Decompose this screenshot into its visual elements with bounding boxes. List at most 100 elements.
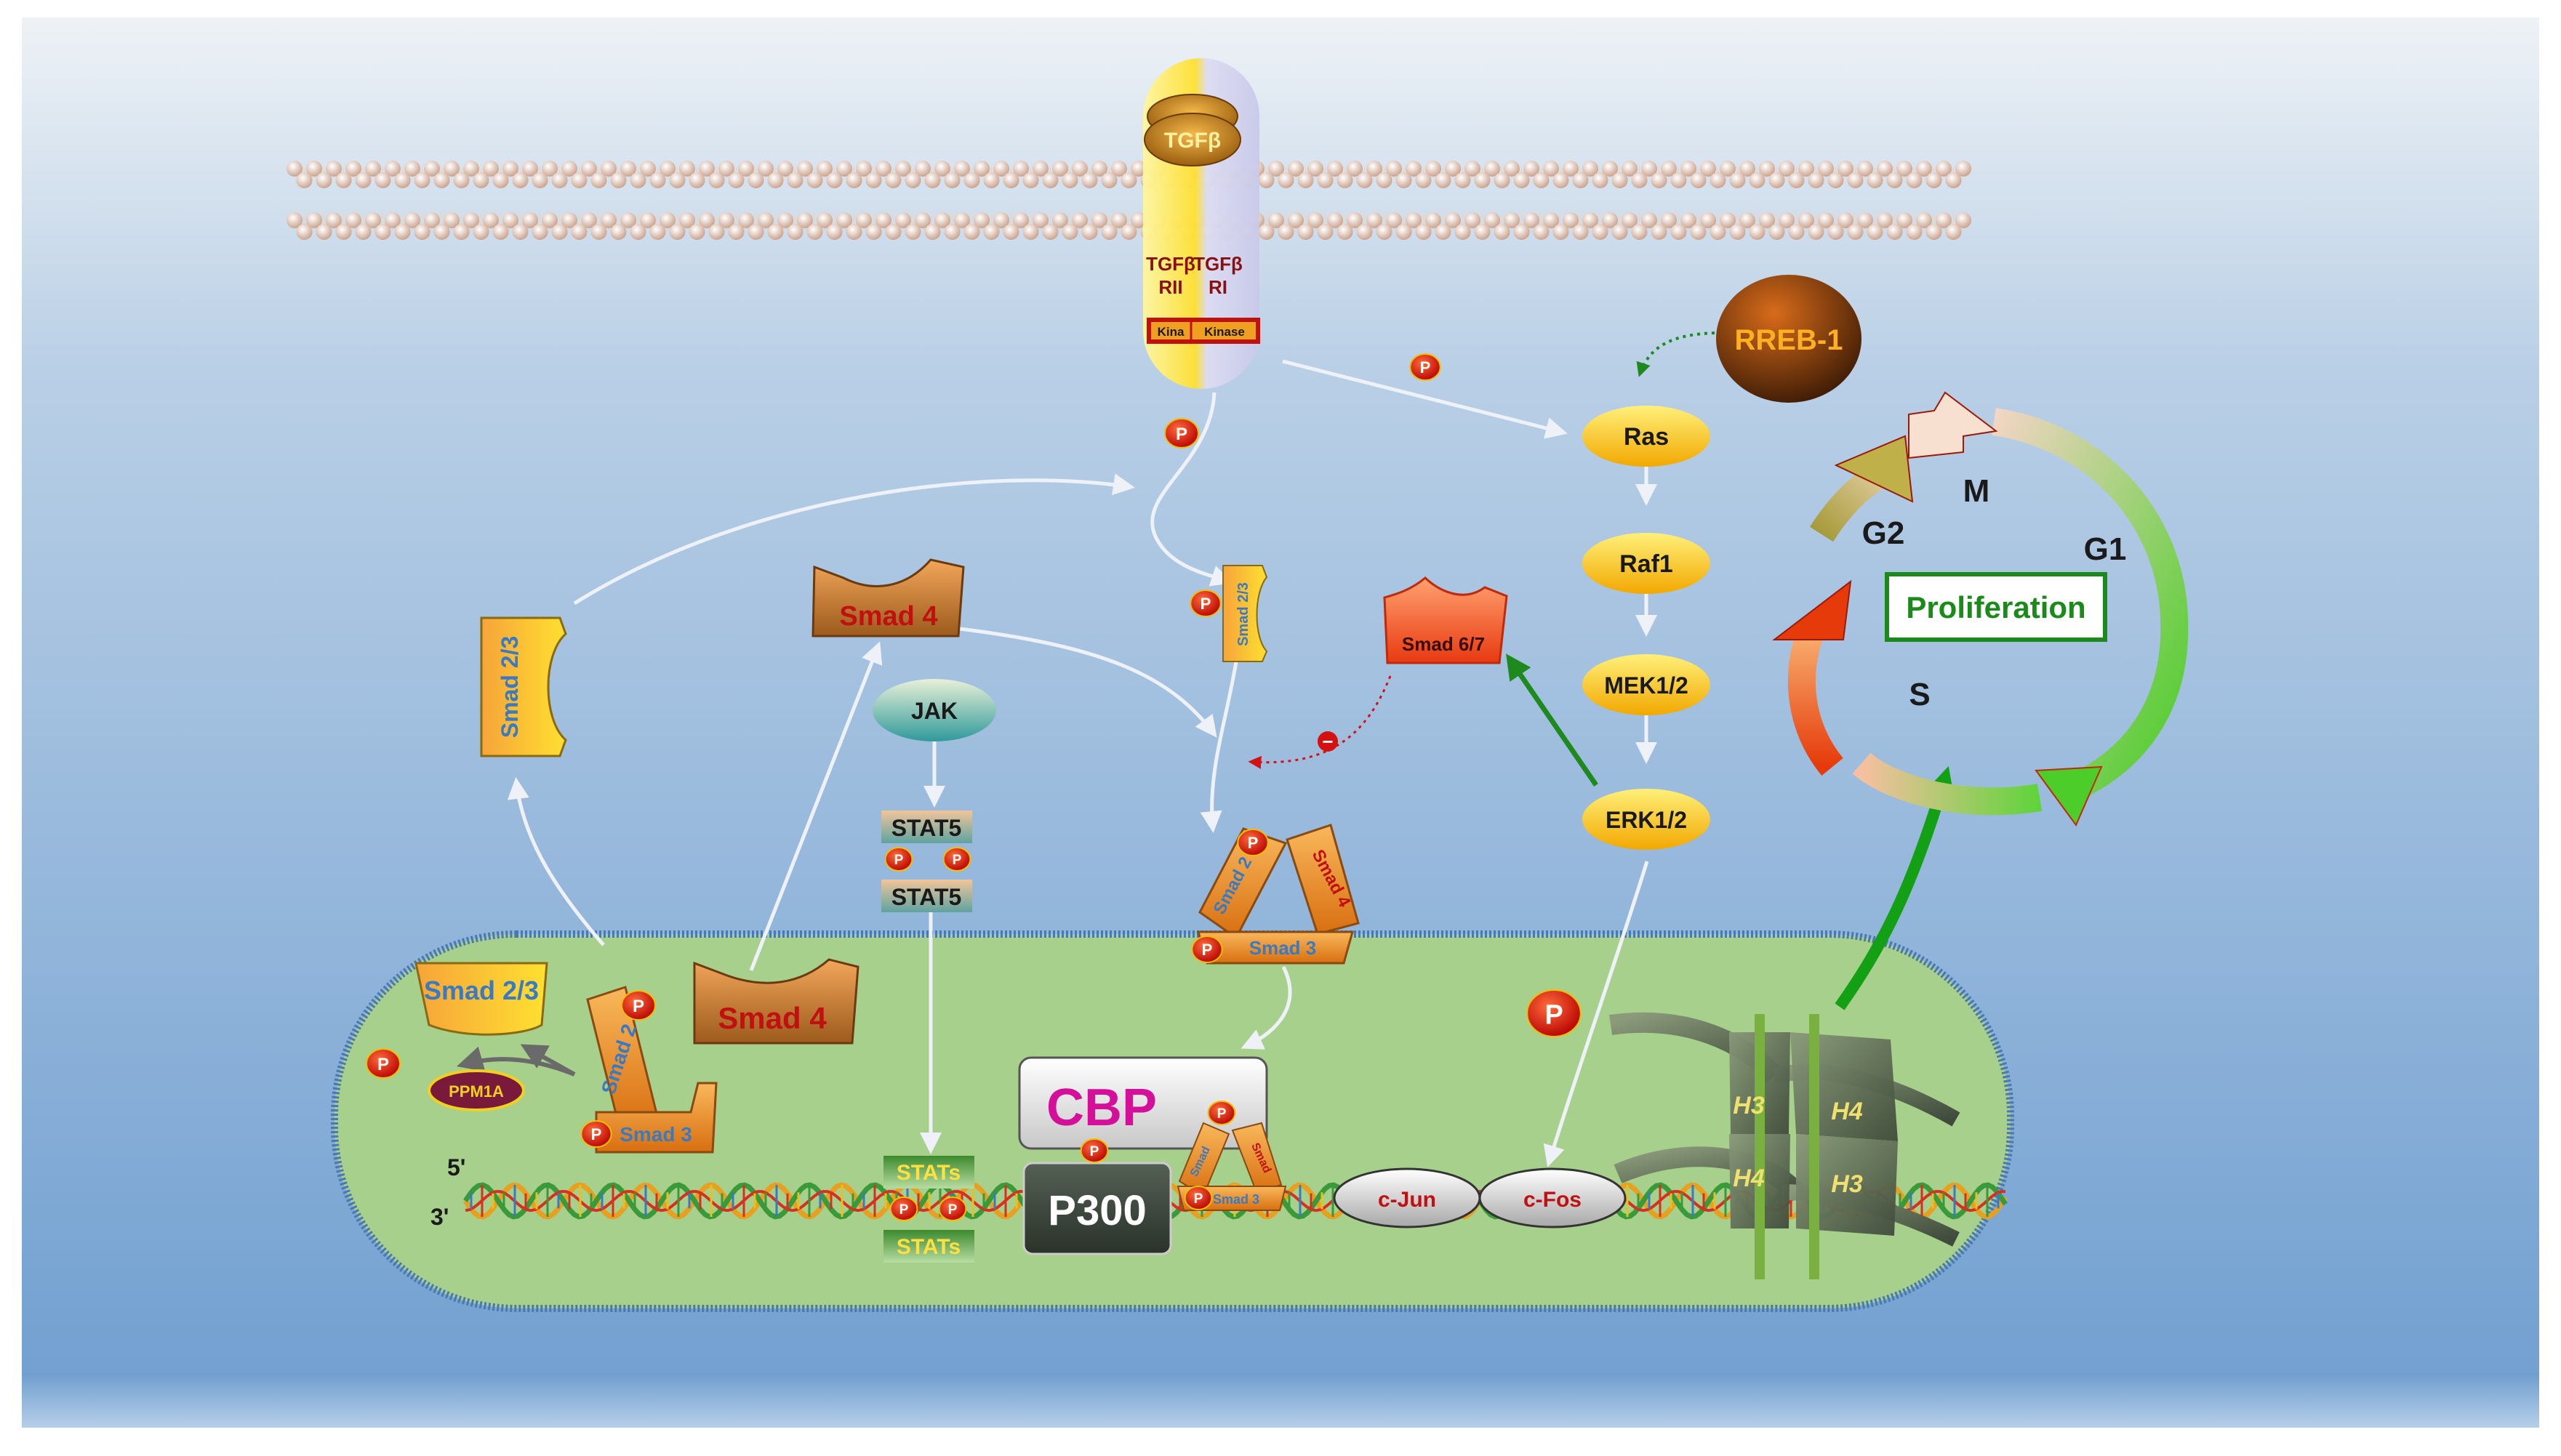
lipid-head	[669, 172, 686, 188]
smad2-smad3-nucleus: Smad 2 Smad 3	[586, 986, 718, 1154]
arrow-nucleus-export-smad23	[507, 777, 605, 946]
lipid-head	[1376, 172, 1392, 188]
phosphate-label: P	[1201, 595, 1211, 613]
lipid-head	[1749, 224, 1766, 240]
lipid-head	[1867, 224, 1883, 240]
phosphate-icon	[580, 1120, 612, 1148]
stat5-dimer: STAT5 STAT5	[881, 811, 972, 912]
lipid-head	[542, 161, 558, 177]
tgfb-ligand-label: TGFβ	[1164, 129, 1221, 153]
lipid-head	[1258, 172, 1275, 188]
lipid-head	[1651, 224, 1667, 240]
svg-text:Smad 4: Smad 4	[839, 601, 937, 632]
lipid-head	[1955, 212, 1971, 228]
lipid-head	[1494, 172, 1510, 188]
lipid-head	[1925, 172, 1942, 188]
svg-text:Smad 3: Smad 3	[1249, 937, 1317, 959]
lipid-head	[374, 172, 391, 188]
lipid-head	[856, 161, 872, 177]
cell-cycle-s-arc	[1852, 752, 2043, 816]
strand-3-label: 3'	[430, 1204, 449, 1230]
lipid-head	[806, 224, 823, 240]
lipid-head	[787, 172, 803, 188]
lipid-head	[1867, 172, 1883, 188]
lipid-head	[1445, 161, 1461, 177]
lipid-head	[748, 172, 764, 188]
cfos-node: c-Fos	[1478, 1167, 1627, 1228]
lipid-head	[1307, 161, 1323, 177]
arrow-receptor-to-ras	[1282, 359, 1568, 439]
lipid-head	[1464, 212, 1480, 228]
svg-text:Smad 2/3: Smad 2/3	[424, 976, 539, 1005]
svg-text:P300: P300	[1048, 1187, 1146, 1234]
lipid-head	[355, 224, 372, 240]
lipid-head	[296, 172, 313, 188]
lipid-head	[1779, 161, 1795, 177]
lipid-head	[532, 224, 548, 240]
phosphate-label: P	[899, 1202, 909, 1218]
phosphate-icon	[1191, 936, 1223, 963]
lipid-head	[1680, 161, 1696, 177]
phosphate-label: P	[1090, 1144, 1099, 1159]
lipid-head	[797, 161, 813, 177]
lipid-head	[640, 161, 656, 177]
svg-text:CBP: CBP	[1046, 1079, 1157, 1137]
lipid-head	[1720, 212, 1736, 228]
lipid-head	[1366, 161, 1382, 177]
tgfb-ri-label-2: RI	[1209, 276, 1227, 298]
lipid-head	[1945, 224, 1962, 240]
phosphate-label: P	[1176, 425, 1187, 444]
lipid-head	[1111, 212, 1127, 228]
lipid-head	[1896, 212, 1912, 228]
smad23-free: Smad 2/3	[480, 616, 567, 757]
phosphate-label: P	[591, 1125, 602, 1143]
lipid-head	[286, 161, 302, 177]
phosphate-label: P	[1420, 358, 1431, 377]
arrow-receptor-to-smad23	[1150, 392, 1233, 587]
lipid-head	[1857, 161, 1873, 177]
lipid-head	[1033, 212, 1049, 228]
lipid-head	[1582, 161, 1598, 177]
lipid-head	[1827, 224, 1844, 240]
lipid-head	[1091, 161, 1107, 177]
lipid-head	[306, 212, 322, 228]
lipid-head	[728, 224, 745, 240]
lipid-head	[1592, 172, 1608, 188]
p300-node: P300	[1022, 1162, 1172, 1255]
lipid-head	[1690, 172, 1707, 188]
lipid-head	[669, 224, 686, 240]
lipid-head	[1435, 172, 1451, 188]
lipid-head	[1268, 212, 1284, 228]
lipid-head	[581, 212, 597, 228]
lipid-head	[1936, 212, 1952, 228]
lipid-head	[1886, 224, 1903, 240]
cell-cycle-g1-arrowhead	[2035, 765, 2103, 826]
lipid-head	[817, 161, 833, 177]
lipid-head	[895, 212, 911, 228]
smad4-cytoplasm: Smad 4	[811, 558, 965, 637]
svg-text:Smad 2/3: Smad 2/3	[497, 636, 523, 739]
lipid-head	[846, 172, 862, 188]
lipid-head	[1700, 161, 1716, 177]
lipid-head	[1121, 224, 1137, 240]
lipid-head	[601, 212, 617, 228]
lipid-head	[590, 172, 607, 188]
lipid-head	[875, 212, 891, 228]
lipid-head	[1523, 212, 1539, 228]
arrow-erk-to-cfos	[1543, 861, 1649, 1167]
lipid-head	[963, 172, 980, 188]
lipid-head	[1572, 172, 1589, 188]
lipid-head	[787, 224, 803, 240]
lipid-head	[1033, 161, 1049, 177]
lipid-head	[1111, 161, 1127, 177]
lipid-head	[345, 212, 361, 228]
svg-text:H4: H4	[1831, 1098, 1863, 1125]
lipid-head	[1622, 161, 1638, 177]
lipid-head	[1347, 161, 1363, 177]
svg-text:M: M	[1963, 473, 1990, 509]
lipid-head	[1101, 172, 1118, 188]
lipid-head	[1818, 212, 1834, 228]
lipid-head	[944, 224, 961, 240]
lipid-head	[404, 212, 420, 228]
